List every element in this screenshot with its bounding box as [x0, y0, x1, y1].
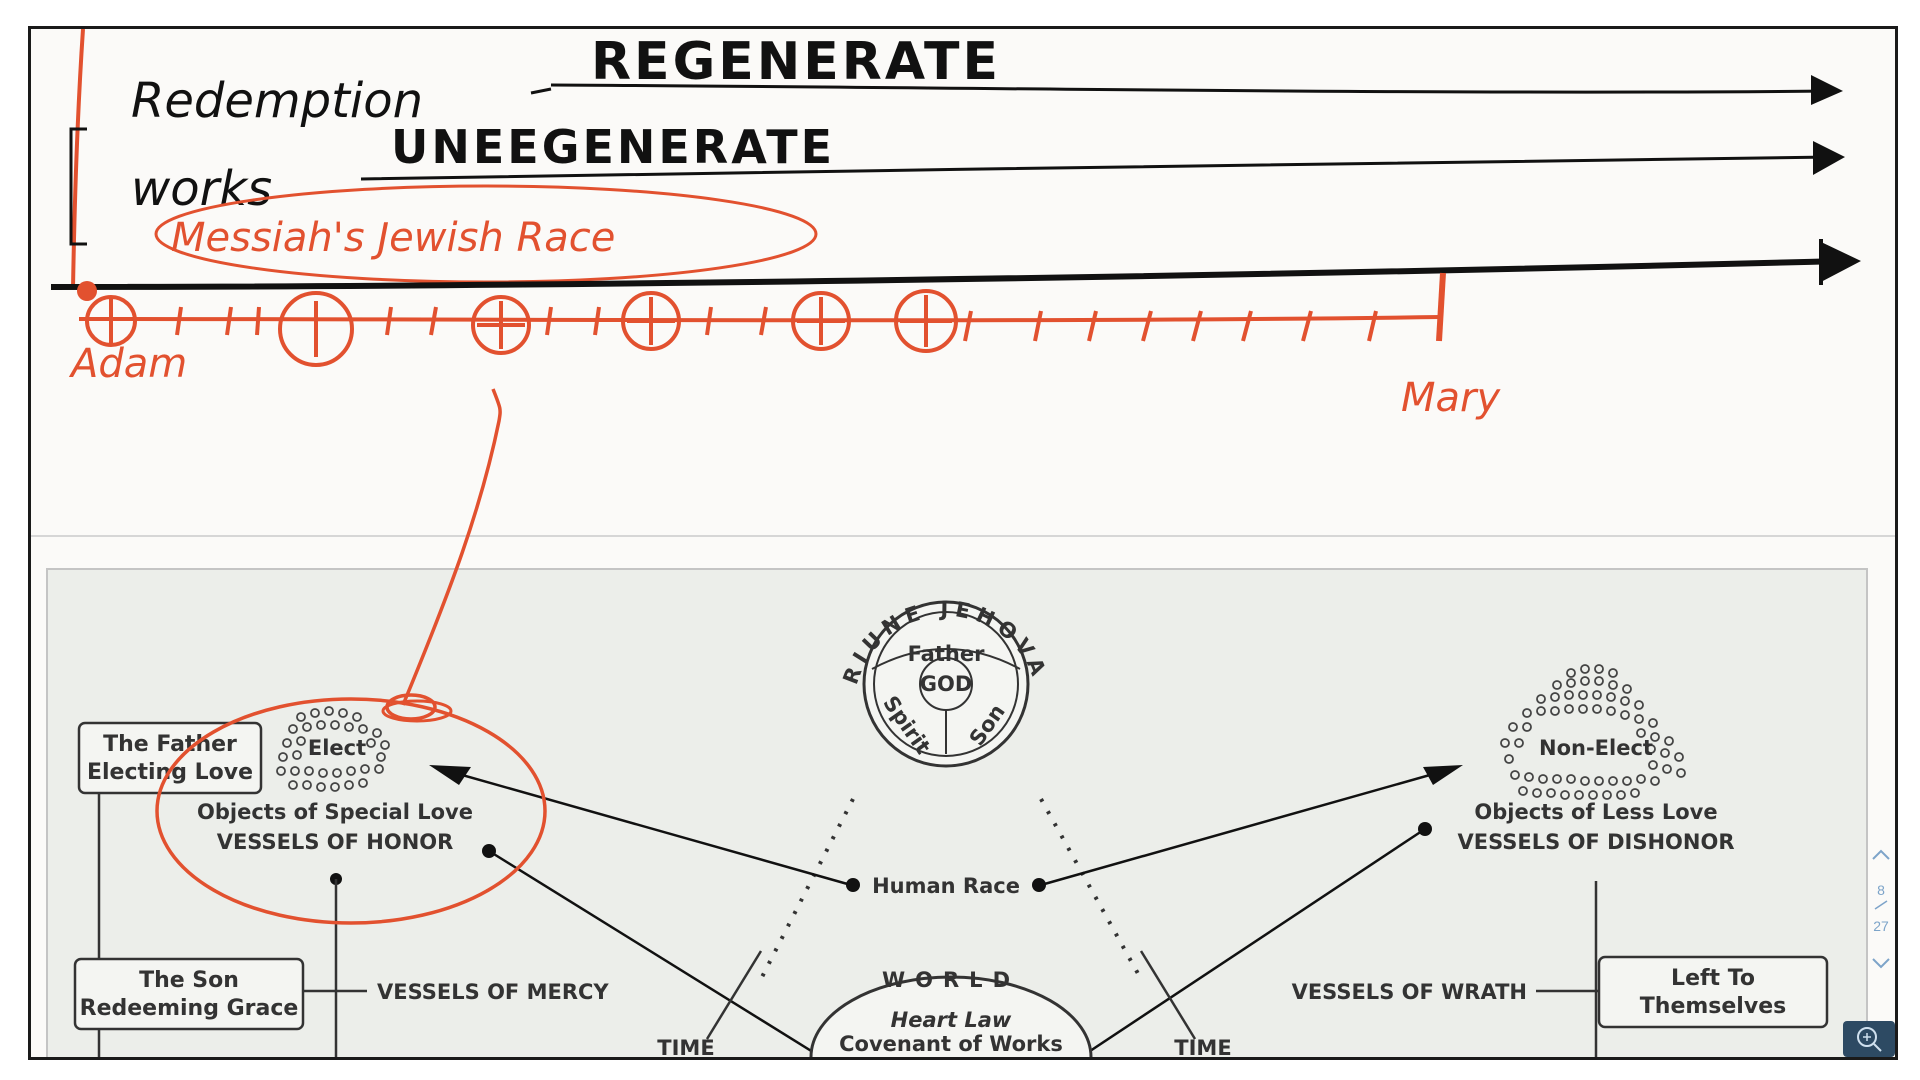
- works-label: works: [131, 161, 272, 217]
- vessels-honor-label: VESSELS OF HONOR: [217, 830, 454, 854]
- vessels-wrath-label: VESSELS OF WRATH: [1292, 980, 1527, 1004]
- time-right-label: TIME: [1174, 1036, 1231, 1057]
- less-love-label: Objects of Less Love: [1474, 800, 1717, 824]
- father-label: Father: [908, 642, 986, 666]
- arrowhead-icon: [429, 765, 471, 785]
- pasted-diagram: Father GOD Spirit Son TRIUNE JEHOVAH The…: [31, 29, 1868, 1057]
- non-elect-dots: [1500, 664, 1686, 800]
- elect-label: Elect: [308, 736, 366, 760]
- unregenerate-label: UNEEGENERATE: [391, 120, 835, 174]
- arrowhead-icon: [1811, 75, 1843, 105]
- son-box-line1: The Son: [139, 968, 239, 993]
- redemption-label: Redemption: [131, 73, 423, 129]
- heart-law-label: Heart Law: [891, 1008, 1012, 1032]
- father-electing-love-box: The Father Electing Love: [77, 721, 263, 795]
- son-redeeming-grace-box: The Son Redeeming Grace: [73, 957, 305, 1031]
- mary-label: Mary: [1401, 375, 1501, 421]
- world-label: WORLD: [882, 968, 1020, 992]
- main-timeline: [50, 258, 1842, 290]
- time-left-label: TIME: [657, 1036, 714, 1057]
- page-scroller[interactable]: 8 27: [1872, 849, 1890, 969]
- non-elect-label: Non-Elect: [1539, 736, 1653, 760]
- arrowhead-icon: [1813, 141, 1845, 175]
- left-box-line1: Left To: [1671, 966, 1755, 991]
- elect-dots: [276, 706, 390, 792]
- elect-highlight-oval: [155, 697, 547, 925]
- arrowhead-icon: [1423, 765, 1463, 785]
- world-semicircle: WORLD Heart Law Covenant of Works: [809, 968, 1093, 1057]
- page-current: 8: [1877, 882, 1885, 898]
- handwritten-timeline: REGENERATE Redemption UNEEGENERATE works…: [50, 29, 1861, 421]
- whiteboard-canvas: REGENERATE Redemption UNEEGENERATE works…: [31, 29, 1895, 1057]
- vessels-mercy-label: VESSELS OF MERCY: [377, 980, 609, 1004]
- arrowhead-icon: [1819, 241, 1861, 283]
- adam-label: Adam: [68, 341, 187, 387]
- regenerate-label: REGENERATE: [591, 32, 1001, 92]
- whiteboard-frame: REGENERATE Redemption UNEEGENERATE works…: [28, 26, 1898, 1060]
- covenant-circles: [85, 289, 958, 367]
- chevron-up-icon[interactable]: [1872, 849, 1890, 860]
- zoom-in-icon: [1857, 1027, 1877, 1047]
- left-box-line2: Themselves: [1640, 994, 1786, 1019]
- covenant-works-label: Covenant of Works: [839, 1032, 1063, 1056]
- page-total: 27: [1873, 918, 1889, 934]
- human-race-label: Human Race: [872, 874, 1020, 898]
- messiah-race-label: Messiah's Jewish Race: [171, 215, 615, 261]
- zoom-button[interactable]: [1843, 1021, 1895, 1057]
- father-box-line1: The Father: [103, 732, 237, 757]
- red-connector-line: [401, 388, 502, 706]
- unregenerate-line: [360, 155, 1832, 181]
- left-to-themselves-box: Left To Themselves: [1597, 955, 1829, 1029]
- special-love-label: Objects of Special Love: [197, 800, 473, 824]
- god-label: GOD: [920, 672, 973, 696]
- covenant-ticks: [175, 272, 1446, 342]
- regenerate-line: [550, 83, 1832, 94]
- vessels-dishonor-label: VESSELS OF DISHONOR: [1458, 830, 1735, 854]
- son-box-line2: Redeeming Grace: [80, 996, 299, 1021]
- chevron-down-icon[interactable]: [1872, 958, 1890, 969]
